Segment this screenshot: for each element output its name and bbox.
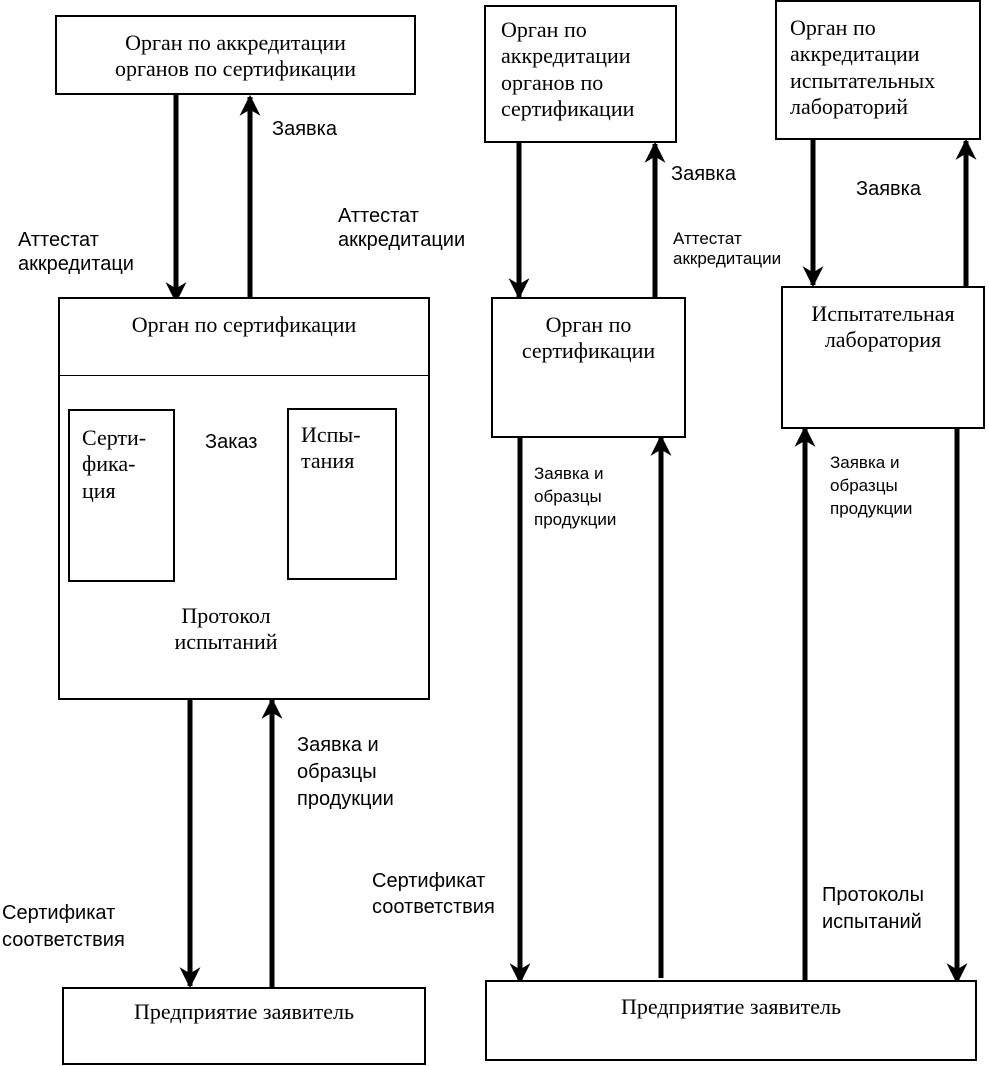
right-accreditation-body-box: Орган по аккредитации испытательных лабо… [775,0,981,140]
middle-accreditation-body-label: Орган по аккредитации органов по сертифи… [501,17,635,122]
middle-cert-body-box: Орган по сертификации [491,297,686,438]
order-label: Заказ [205,431,258,453]
left-cert-body-title: Орган по сертификации [131,312,357,337]
middle-request-label: Заявка [671,163,736,185]
right-applicant-box: Предприятие заявитель [485,980,977,1061]
test-protocol-label: Протокол испытаний [174,603,278,655]
right-accreditation-body-label: Орган по аккредитации испытательных лабо… [790,15,936,120]
middle-conformity-cert-label: Сертификат соответствия [372,870,495,918]
certification-unit-label: Серти- фика- ция [82,425,147,503]
left-accreditation-body-box: Орган по аккредитации органов по сертифи… [55,15,416,95]
middle-cert-body-label: Орган по сертификации [521,312,656,364]
middle-attestat-label: Аттестат аккредитации [673,229,782,269]
lab-box: Испытательная лаборатория [781,286,985,429]
left-applicant-box: Предприятие заявитель [62,987,426,1065]
left-applicant-label: Предприятие заявитель [134,999,354,1024]
right-applicant-label: Предприятие заявитель [621,994,841,1019]
middle-accreditation-body-box: Орган по аккредитации органов по сертифи… [484,5,677,143]
right-request-label: Заявка [856,178,921,200]
left-accreditation-body-label: Орган по аккредитации органов по сертифи… [114,30,357,82]
left-conformity-cert-label: Сертификат соответствия [2,902,125,951]
test-protocols-label: Протоколы испытаний [822,884,924,933]
right-request-samples-label: Заявка и образцы продукции [830,453,913,518]
testing-unit-label: Испы- тания [301,422,361,474]
left-attestat-label-2: Аттестат аккредитации [338,205,466,251]
middle-request-samples-label: Заявка и образцы продукции [534,464,617,529]
left-request-label: Заявка [272,118,337,140]
lab-label: Испытательная лаборатория [811,301,955,353]
left-cert-body-divider [60,375,428,376]
left-request-samples-label: Заявка и образцы продукции [297,734,394,810]
left-attestat-label: Аттестат аккредитаци [18,229,134,275]
testing-unit-box: Испы- тания [287,408,397,580]
certification-unit-box: Серти- фика- ция [68,409,175,582]
